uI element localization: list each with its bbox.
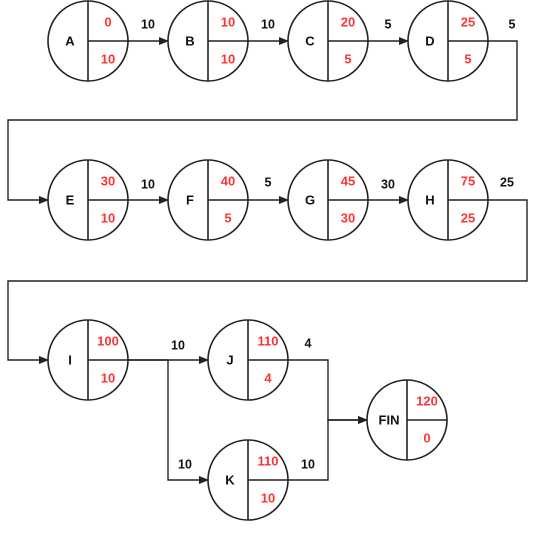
edge-h-i (7, 199, 528, 364)
node-bottom-value-e: 10 (101, 210, 115, 225)
node-bottom-value-b: 10 (221, 51, 235, 66)
node-d: D 25 5 (407, 0, 489, 82)
node-fin: FIN 120 0 (366, 379, 448, 461)
node-a: A 0 10 (47, 0, 129, 82)
node-top-value-a: 0 (104, 14, 111, 29)
edge-label-h-i: 25 (500, 175, 514, 189)
edge-label-c-d: 5 (385, 17, 392, 31)
node-b: B 10 10 (167, 0, 249, 82)
edge-label-a-b: 10 (141, 17, 155, 31)
node-top-value-j: 110 (258, 333, 279, 348)
node-e: E 30 10 (47, 159, 129, 241)
node-label-c: C (305, 33, 315, 48)
node-label-g: G (305, 192, 315, 207)
node-bottom-value-i: 10 (101, 370, 115, 385)
edge-label-f-g: 5 (265, 175, 272, 189)
node-label-k: K (225, 472, 235, 487)
node-top-value-e: 30 (101, 173, 115, 188)
node-top-value-f: 40 (221, 173, 235, 188)
edge-d-e (7, 40, 518, 204)
edge-label-b-c: 10 (261, 17, 275, 31)
edge-k-fin (288, 416, 368, 481)
node-label-i: I (68, 352, 72, 367)
node-top-value-c: 20 (341, 14, 355, 29)
edge-label-j-fin: 4 (305, 336, 312, 350)
node-bottom-value-d: 5 (464, 51, 471, 66)
edge-label-i-j: 10 (171, 338, 185, 352)
node-label-j: J (226, 352, 233, 367)
node-bottom-value-g: 30 (341, 210, 355, 225)
node-label-a: A (65, 33, 75, 48)
edge-i-k (128, 359, 209, 484)
node-top-value-i: 100 (97, 333, 119, 348)
node-bottom-value-k: 10 (261, 490, 275, 505)
node-top-value-h: 75 (461, 173, 475, 188)
node-bottom-value-a: 10 (101, 51, 115, 66)
edge-j-fin (288, 359, 368, 424)
node-bottom-value-h: 25 (461, 210, 475, 225)
node-h: H 75 25 (407, 159, 489, 241)
node-i: I 100 10 (47, 319, 129, 401)
node-label-h: H (425, 192, 434, 207)
node-f: F 40 5 (167, 159, 249, 241)
edge-label-k-fin: 10 (301, 457, 315, 471)
edge-label-g-h: 30 (381, 177, 395, 191)
node-bottom-value-j: 4 (264, 370, 272, 385)
node-label-b: B (185, 33, 194, 48)
node-label-d: D (425, 33, 434, 48)
node-top-value-fin: 120 (416, 393, 438, 408)
node-c: C 20 5 (287, 0, 369, 82)
node-top-value-d: 25 (461, 14, 475, 29)
edge-label-e-f: 10 (141, 177, 155, 191)
node-top-value-k: 110 (258, 453, 279, 468)
node-top-value-b: 10 (221, 14, 235, 29)
node-k: K 110 10 (207, 439, 289, 521)
node-label-f: F (186, 192, 194, 207)
node-top-value-g: 45 (341, 173, 355, 188)
node-j: J 110 4 (207, 319, 289, 401)
node-g: G 45 30 (287, 159, 369, 241)
edge-label-i-k: 10 (178, 457, 192, 471)
node-bottom-value-c: 5 (344, 51, 351, 66)
node-bottom-value-fin: 0 (423, 430, 430, 445)
edge-label-d-e: 5 (509, 17, 516, 31)
node-label-fin: FIN (379, 412, 400, 427)
node-label-e: E (66, 192, 75, 207)
node-bottom-value-f: 5 (224, 210, 231, 225)
